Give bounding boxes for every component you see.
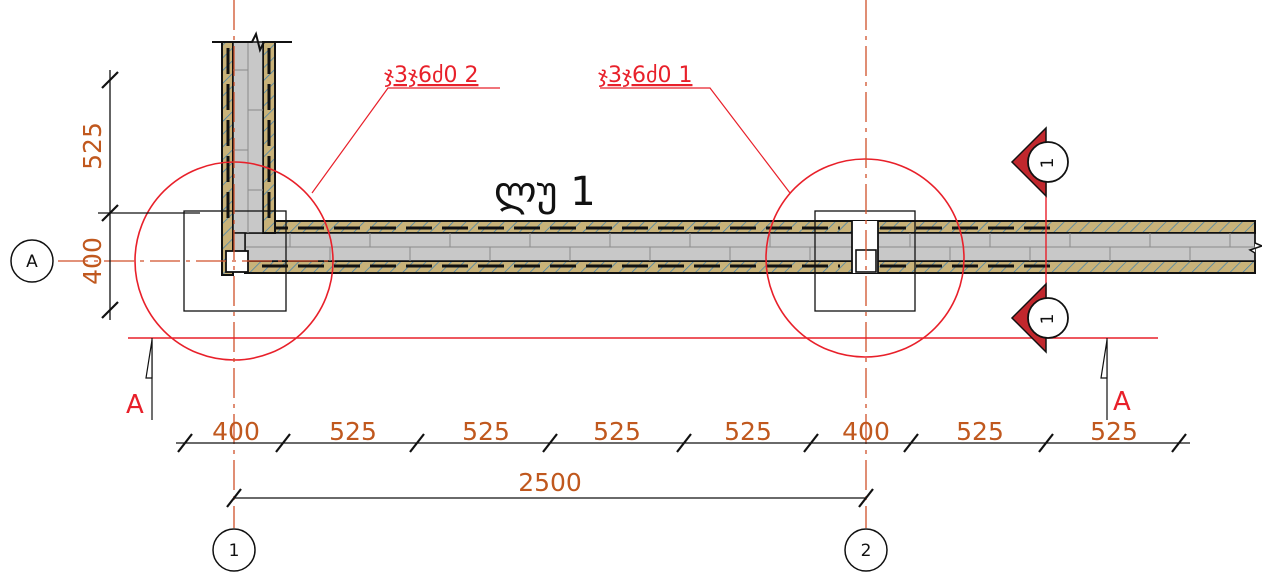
dimension-left: 525 400 [78, 70, 200, 320]
wall-horizontal [244, 220, 1262, 274]
callout-corner-2: ჯ3ჯ6ძ0 2 [311, 63, 500, 194]
detail-circle-1 [765, 158, 965, 358]
dim-bottom-5: 525 [724, 417, 772, 446]
dim-bottom-7: 525 [956, 417, 1004, 446]
svg-text:1: 1 [1038, 314, 1058, 325]
grid-bubble-2: 2 [844, 528, 888, 572]
dim-bottom-1: 400 [212, 417, 260, 446]
dim-bottom-4: 525 [593, 417, 641, 446]
section-label-right: A [1113, 387, 1131, 417]
detail-marker-bottom: 1 [1010, 282, 1069, 354]
dim-total-2500: 2500 [518, 468, 582, 497]
section-label-left: A [126, 390, 144, 420]
dim-left-525: 525 [78, 122, 107, 170]
svg-text:ჯ3ჯ6ძ0 1: ჯ3ჯ6ძ0 1 [598, 63, 692, 88]
dim-bottom-2: 525 [329, 417, 377, 446]
dimension-total: 2500 [226, 468, 874, 508]
svg-text:1: 1 [229, 541, 240, 561]
svg-text:ჯ3ჯ6ძ0 2: ჯ3ჯ6ძ0 2 [384, 63, 478, 88]
drawing-title: ლუ 1 [494, 169, 596, 215]
svg-text:1: 1 [1038, 158, 1058, 169]
grid-bubble-a: A [10, 239, 54, 283]
footing-rect-2 [814, 210, 916, 312]
grid-bubble-1: 1 [212, 528, 256, 572]
svg-text:A: A [26, 252, 38, 272]
dim-bottom-8: 525 [1090, 417, 1138, 446]
section-cut-a: A A [126, 337, 1158, 420]
dim-bottom-3: 525 [462, 417, 510, 446]
dim-left-400: 400 [78, 237, 107, 285]
dim-bottom-6: 400 [842, 417, 890, 446]
axis-lines [58, 0, 867, 528]
detail-marker-top: 1 [1010, 126, 1069, 338]
wall-vertical [212, 31, 292, 276]
column-gap [851, 221, 879, 273]
footing-rect-1 [183, 210, 287, 312]
svg-text:2: 2 [861, 541, 872, 561]
callout-corner-1: ჯ3ჯ6ძ0 1 [598, 63, 791, 194]
dimension-bottom: 400 525 525 525 525 400 525 525 [176, 417, 1190, 453]
